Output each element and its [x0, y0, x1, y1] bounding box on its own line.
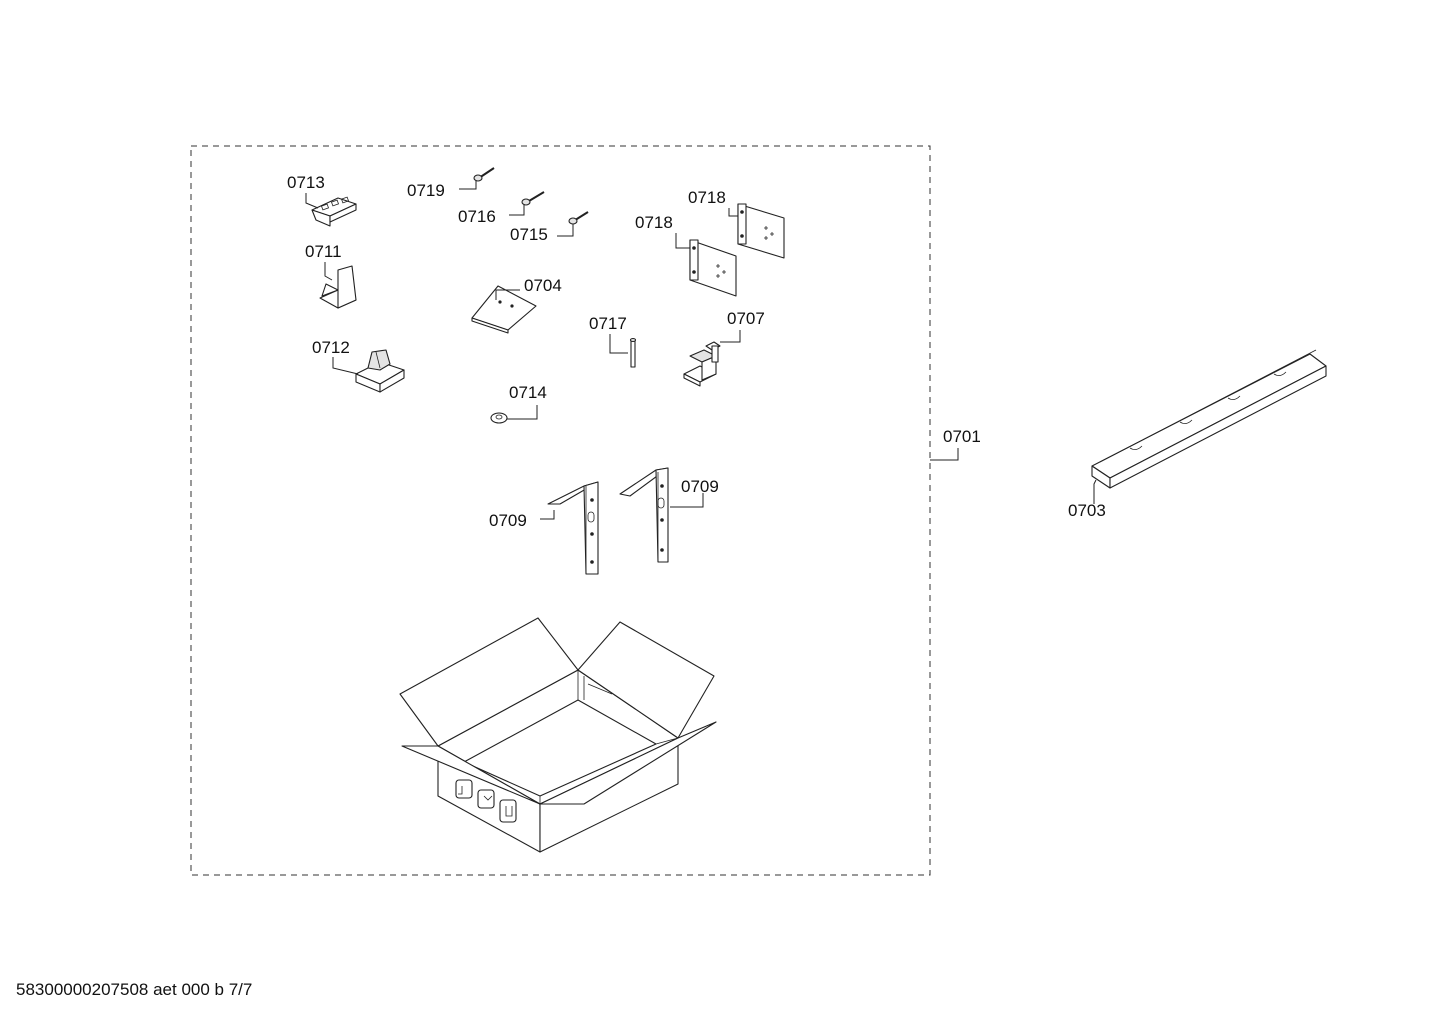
part-0719-screw: [473, 167, 495, 182]
leader-0717: [609, 334, 628, 354]
leader-0707: [720, 330, 741, 343]
leader-0718-lower: [675, 233, 690, 249]
label-0703: 0703: [1068, 501, 1106, 520]
label-0717: 0717: [589, 314, 627, 333]
part-0716-screw: [521, 191, 545, 206]
label-0701: 0701: [943, 427, 981, 446]
part-0709-bracket-left: [547, 481, 599, 575]
label-0716: 0716: [458, 207, 496, 226]
label-0714: 0714: [509, 383, 547, 402]
part-0713-bracket: [311, 196, 357, 227]
label-0709-right: 0709: [681, 477, 719, 496]
leader-0704: [495, 289, 520, 300]
document-footer-id: 58300000207508 aet 000 b 7/7: [16, 980, 253, 999]
leader-0711: [324, 262, 333, 281]
part-0712-holder: [355, 349, 405, 393]
part-0709-bracket-right: [619, 467, 669, 563]
label-0718-lower: 0718: [635, 213, 673, 232]
part-0718-plate-upper: [737, 203, 785, 259]
leader-0718-upper: [728, 208, 738, 217]
leader-0714: [507, 405, 538, 420]
leader-0712: [332, 357, 359, 375]
part-0711-angle-bracket: [319, 265, 357, 309]
part-0703-rail: [1091, 349, 1327, 489]
label-0704: 0704: [524, 276, 562, 295]
assembly-group-boundary: [190, 145, 931, 876]
label-0715: 0715: [510, 225, 548, 244]
label-0719: 0719: [407, 181, 445, 200]
part-0707-hinge: [683, 341, 721, 387]
label-0718-upper: 0718: [688, 188, 726, 207]
label-0711: 0711: [305, 242, 342, 261]
part-0704-plate: [471, 285, 537, 334]
leader-0709-right: [670, 493, 704, 508]
leader-0713: [305, 193, 319, 209]
part-0714-nut: [490, 412, 508, 424]
part-0717-pin: [629, 337, 637, 368]
label-0712: 0712: [312, 338, 350, 357]
leader-0701: [930, 448, 959, 461]
label-0713: 0713: [287, 173, 325, 192]
leader-0709-left: [540, 510, 555, 520]
leader-0716: [509, 204, 525, 216]
leader-0719: [459, 180, 477, 190]
leader-0703: [1093, 479, 1097, 504]
part-0718-plate-lower: [689, 239, 737, 297]
label-0709-left: 0709: [489, 511, 527, 530]
part-0715-screw: [568, 211, 589, 225]
packaging-box: [399, 617, 717, 853]
leader-0715: [557, 224, 574, 237]
label-0707: 0707: [727, 309, 765, 328]
